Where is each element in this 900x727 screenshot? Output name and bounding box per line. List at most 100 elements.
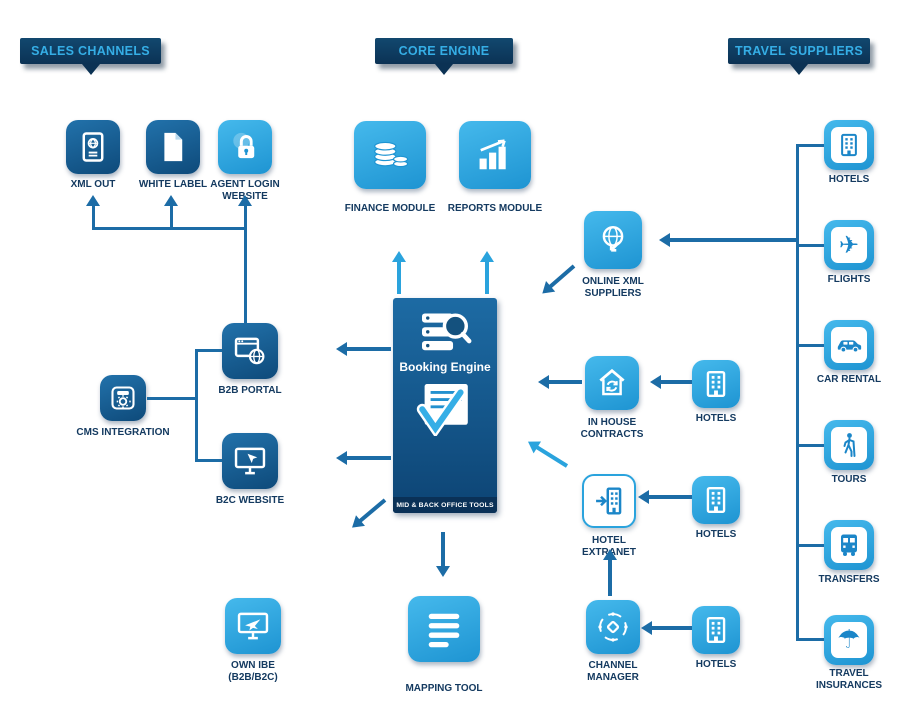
arrow-engine-to-b2c: [347, 456, 391, 460]
arrow-in-house-to-engine: [549, 380, 582, 384]
icon-card: ✈: [831, 227, 867, 263]
finance-module-label: FINANCE MODULE: [344, 203, 436, 214]
spine-stub-transfers: [799, 544, 824, 547]
spine-stub-insurances: [799, 638, 824, 641]
arrowhead-hotels-to-extranet: [638, 490, 649, 504]
building-arrow-icon: [596, 487, 622, 515]
building-icon: [841, 133, 857, 157]
online-xml-suppliers-tile: [584, 211, 642, 269]
transfers-tile: [824, 520, 874, 570]
bracket-stub-cms: [147, 397, 195, 400]
flights-label: FLIGHTS: [827, 274, 871, 285]
hotels-label: HOTELS: [828, 174, 870, 185]
house-sync-icon: [599, 368, 625, 396]
header-travel-suppliers: TRAVEL SUPPLIERS: [728, 38, 870, 75]
line-to-agent-login: [244, 206, 247, 230]
line-to-xml-out: [92, 206, 95, 230]
bracket-b2b-b2c: [195, 349, 198, 462]
hotels-channel-label: HOTELS: [695, 659, 737, 670]
mid-back-office-band: MID & BACK OFFICE TOOLS: [393, 497, 497, 513]
transfers-label: TRANSFERS: [818, 574, 880, 585]
arrow-engine-to-b2b: [347, 347, 391, 351]
hotels-tile: [824, 120, 874, 170]
arrowhead-xml-out: [86, 195, 100, 206]
hotels-in-house-label: HOTELS: [695, 413, 737, 424]
car-rental-tile: [824, 320, 874, 370]
arrowhead-hotels-to-channel: [641, 621, 652, 635]
hotels-channel-tile: [692, 606, 740, 654]
in-house-contracts-tile: [585, 356, 639, 410]
mapping-tool-tile: [408, 596, 480, 662]
channel-swirl-icon: [598, 612, 628, 642]
travel-insurances-tile: ☂: [824, 615, 874, 665]
hiker-icon: [843, 433, 856, 457]
monitor-plane-icon: [237, 612, 269, 640]
hotel-extranet-tile: [582, 474, 636, 528]
xml-out-label: XML OUT: [70, 179, 116, 190]
online-xml-suppliers-label: ONLINE XML SUPPLIERS: [582, 276, 644, 299]
reports-module-tile: [459, 121, 531, 189]
icon-card: ☂: [831, 622, 867, 658]
tours-label: TOURS: [831, 474, 867, 485]
reports-module-label: REPORTS MODULE: [447, 203, 543, 214]
arrowhead-white-label: [164, 195, 178, 206]
gear-box-icon: [111, 386, 135, 410]
flights-tile: ✈: [824, 220, 874, 270]
own-ibe-tile: [225, 598, 281, 654]
white-label-tile: [146, 120, 200, 174]
arrowhead-channel-to-extranet: [603, 549, 617, 560]
cms-integration-label: CMS INTEGRATION: [76, 427, 170, 438]
mapping-tool-label: MAPPING TOOL: [405, 683, 483, 694]
arrowhead-engine-to-b2c: [336, 451, 347, 465]
arrow-engine-to-reports: [485, 262, 489, 294]
channel-manager-label: CHANNEL MANAGER: [587, 660, 639, 683]
header-sales-channels-label: SALES CHANNELS: [31, 44, 150, 58]
header-tail-icon: [790, 64, 808, 75]
umbrella-icon: ☂: [837, 625, 861, 655]
arrowhead-engine-to-reports: [480, 251, 494, 262]
travel-insurances-label: TRAVEL INSURANCES: [815, 668, 883, 691]
line-b2b-to-bus: [244, 227, 247, 323]
hotels-extranet-tile: [692, 476, 740, 524]
hotels-extranet-label: HOTELS: [695, 529, 737, 540]
building-icon: [706, 616, 726, 644]
bar-chart-icon: [479, 139, 506, 170]
coins-stack-icon: [374, 141, 409, 168]
arrow-spine-to-online-xml: [670, 238, 797, 242]
spine-stub-hotels: [799, 144, 824, 147]
bracket-stub-b2c: [198, 459, 222, 462]
icon-card: [831, 127, 867, 163]
arrowhead-hotels-to-in-house: [650, 375, 661, 389]
header-sales-channels: SALES CHANNELS: [20, 38, 161, 75]
arrowhead-engine-to-mapping: [436, 566, 450, 577]
arrowhead-spine-to-online-xml: [659, 233, 670, 247]
car-icon: [837, 340, 862, 353]
b2b-portal-tile: [222, 323, 278, 379]
check-document-icon: [416, 384, 468, 436]
in-house-contracts-label: IN HOUSE CONTRACTS: [580, 417, 644, 440]
agent-login-tile: [218, 120, 272, 174]
arrow-engine-to-own-ibe: [347, 498, 387, 534]
globe-arrow-icon: [602, 226, 624, 252]
xml-out-tile: [66, 120, 120, 174]
arrow-engine-to-finance: [397, 262, 401, 294]
booking-engine-title: Booking Engine: [399, 360, 491, 374]
header-core-engine-label: CORE ENGINE: [398, 44, 490, 58]
arrow-extranet-to-engine: [524, 435, 569, 468]
arrow-hotels-to-extranet: [649, 495, 692, 499]
lock-icon: [233, 132, 255, 159]
arrowhead-agent-login: [238, 195, 252, 206]
list-lines-icon: [428, 613, 460, 648]
white-label-label: WHITE LABEL: [138, 179, 208, 190]
monitor-cursor-icon: [234, 447, 266, 475]
plane-icon: ✈: [838, 231, 860, 259]
arrow-hotels-to-in-house: [661, 380, 692, 384]
arrowhead-engine-to-finance: [392, 251, 406, 262]
header-tail-icon: [81, 64, 100, 75]
spine-stub-tours: [799, 444, 824, 447]
building-icon: [706, 370, 726, 398]
b2b-portal-label: B2B PORTAL: [218, 385, 282, 396]
spine-stub-car-rental: [799, 344, 824, 347]
own-ibe-label: OWN IBE (B2B/B2C): [228, 660, 278, 683]
